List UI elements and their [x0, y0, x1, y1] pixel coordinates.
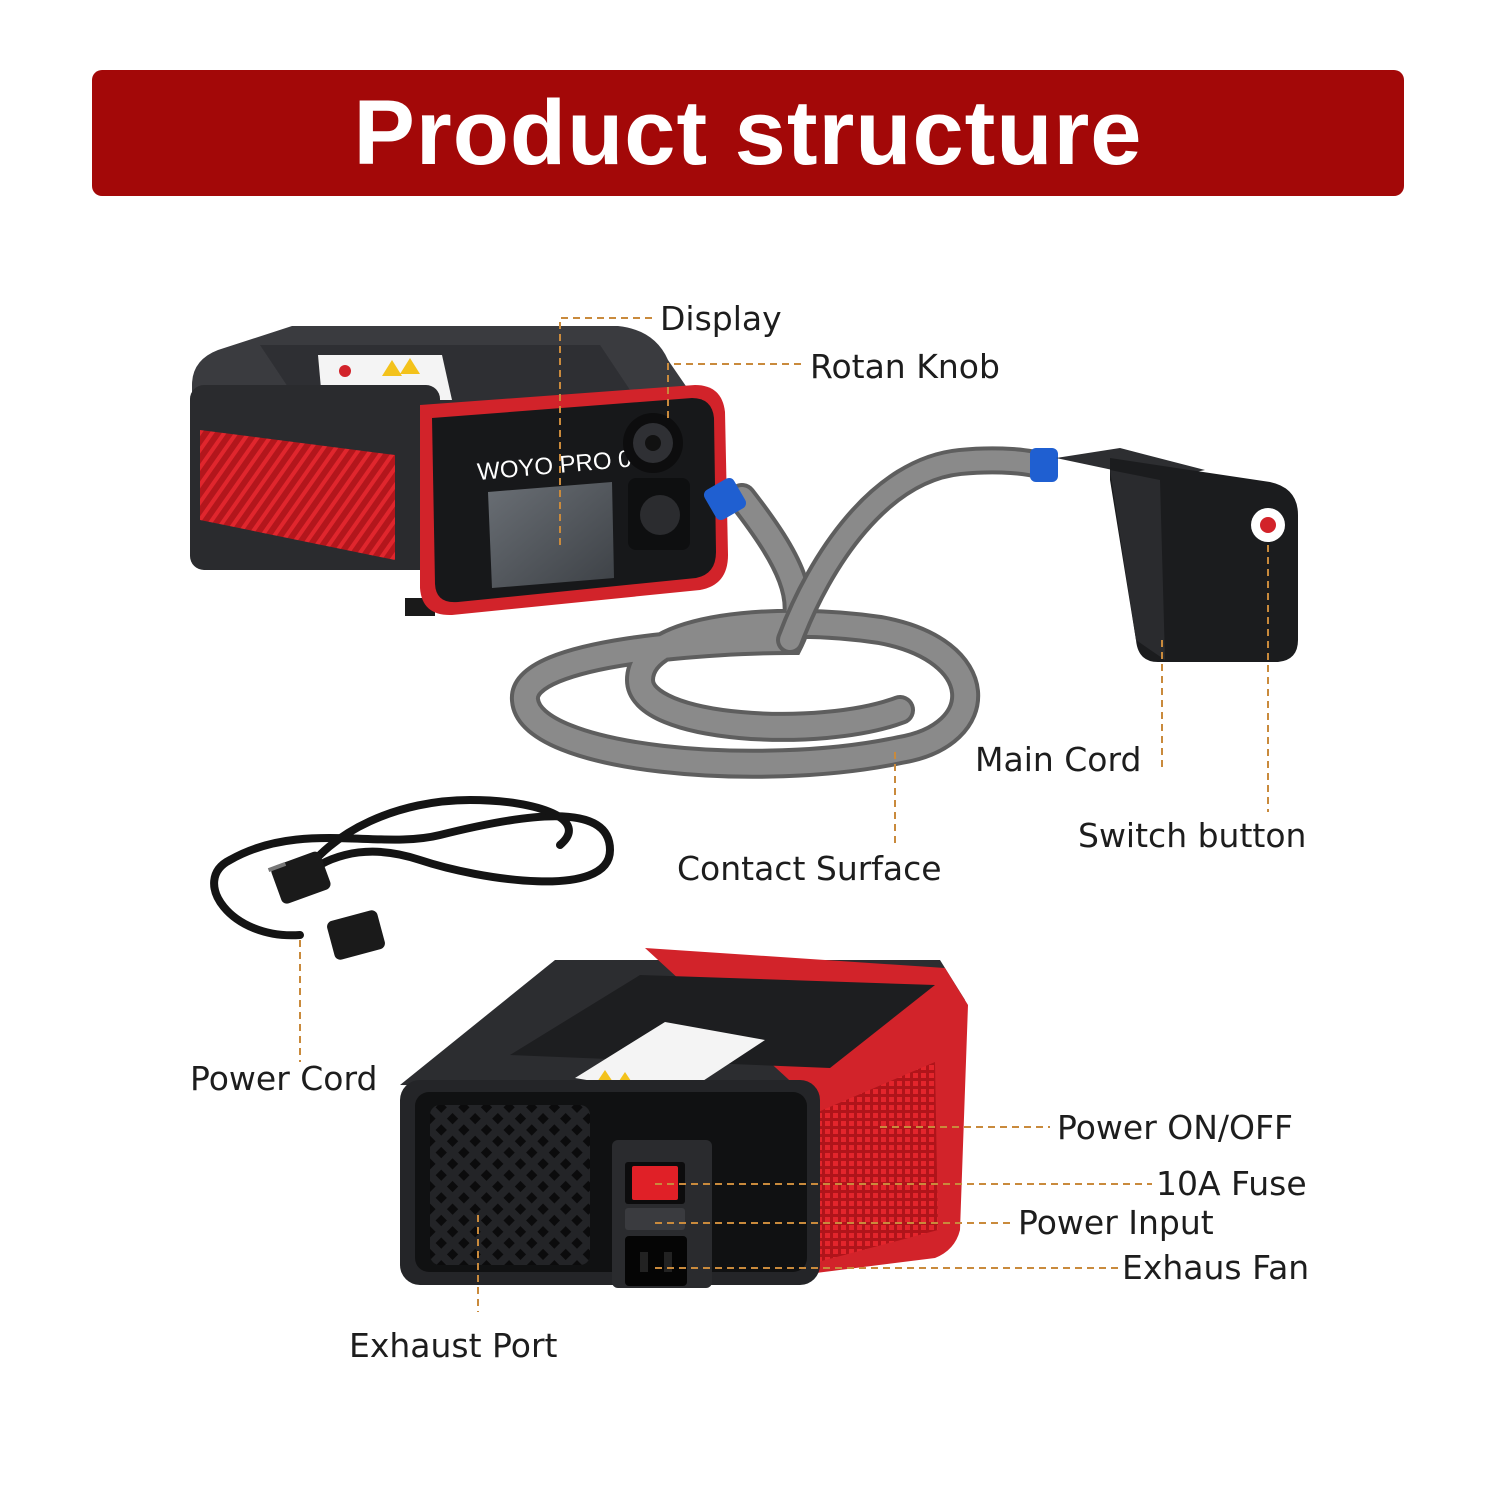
main-cord: [510, 446, 1058, 779]
label-power-cord: Power Cord: [190, 1059, 378, 1098]
label-main-cord: Main Cord: [975, 740, 1142, 779]
label-power-input: Power Input: [1018, 1203, 1214, 1242]
label-display: Display: [660, 299, 782, 338]
label-contact-surface: Contact Surface: [677, 849, 942, 888]
main-unit-rear: [400, 948, 968, 1288]
plug: [271, 851, 331, 904]
leader-display: [559, 317, 652, 545]
leader-rotan-knob: [667, 363, 805, 418]
label-switch-button: Switch button: [1078, 816, 1307, 855]
main-unit-front: WOYO PRO 009: [190, 326, 728, 616]
side-vent: [200, 430, 395, 560]
display-screen: [488, 482, 614, 588]
title-banner: Product structure: [92, 70, 1404, 196]
label-rotan-knob: Rotan Knob: [810, 347, 1000, 386]
handpiece: [1056, 448, 1298, 662]
label-exhaust-port: Exhaust Port: [349, 1326, 558, 1365]
page-title: Product structure: [353, 82, 1143, 184]
fuse-holder: [625, 1208, 685, 1230]
side-vent-rear: [818, 1062, 938, 1262]
label-power-on-off: Power ON/OFF: [1057, 1108, 1293, 1147]
power-input-socket: [625, 1236, 687, 1286]
iec-connector: [327, 910, 385, 960]
exhaust-port: [430, 1105, 590, 1265]
power-cord: [210, 795, 615, 960]
label-fuse: 10A Fuse: [1156, 1164, 1307, 1203]
leader-lines: [299, 317, 1269, 1312]
label-exhaust-fan: Exhaus Fan: [1122, 1248, 1310, 1287]
